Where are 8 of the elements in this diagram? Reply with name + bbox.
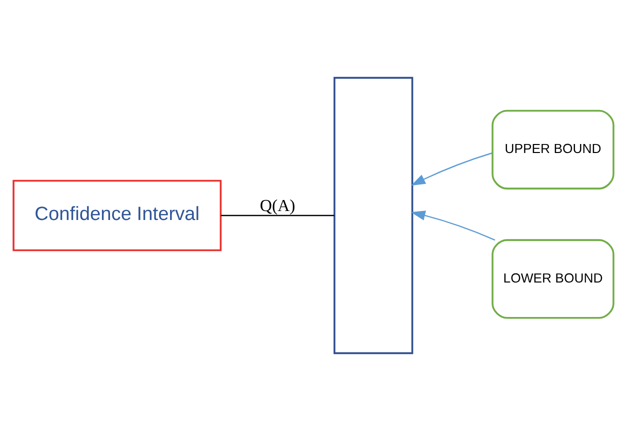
node-box: Confidence Interval	[12, 179, 222, 251]
node-box	[334, 76, 414, 354]
node-box: UPPER BOUND	[492, 109, 614, 189]
connector	[220, 214, 334, 216]
node-box: LOWER BOUND	[492, 238, 614, 318]
edge-label: Q(A)	[260, 195, 296, 214]
arrow	[410, 152, 492, 186]
arrow	[410, 210, 496, 240]
